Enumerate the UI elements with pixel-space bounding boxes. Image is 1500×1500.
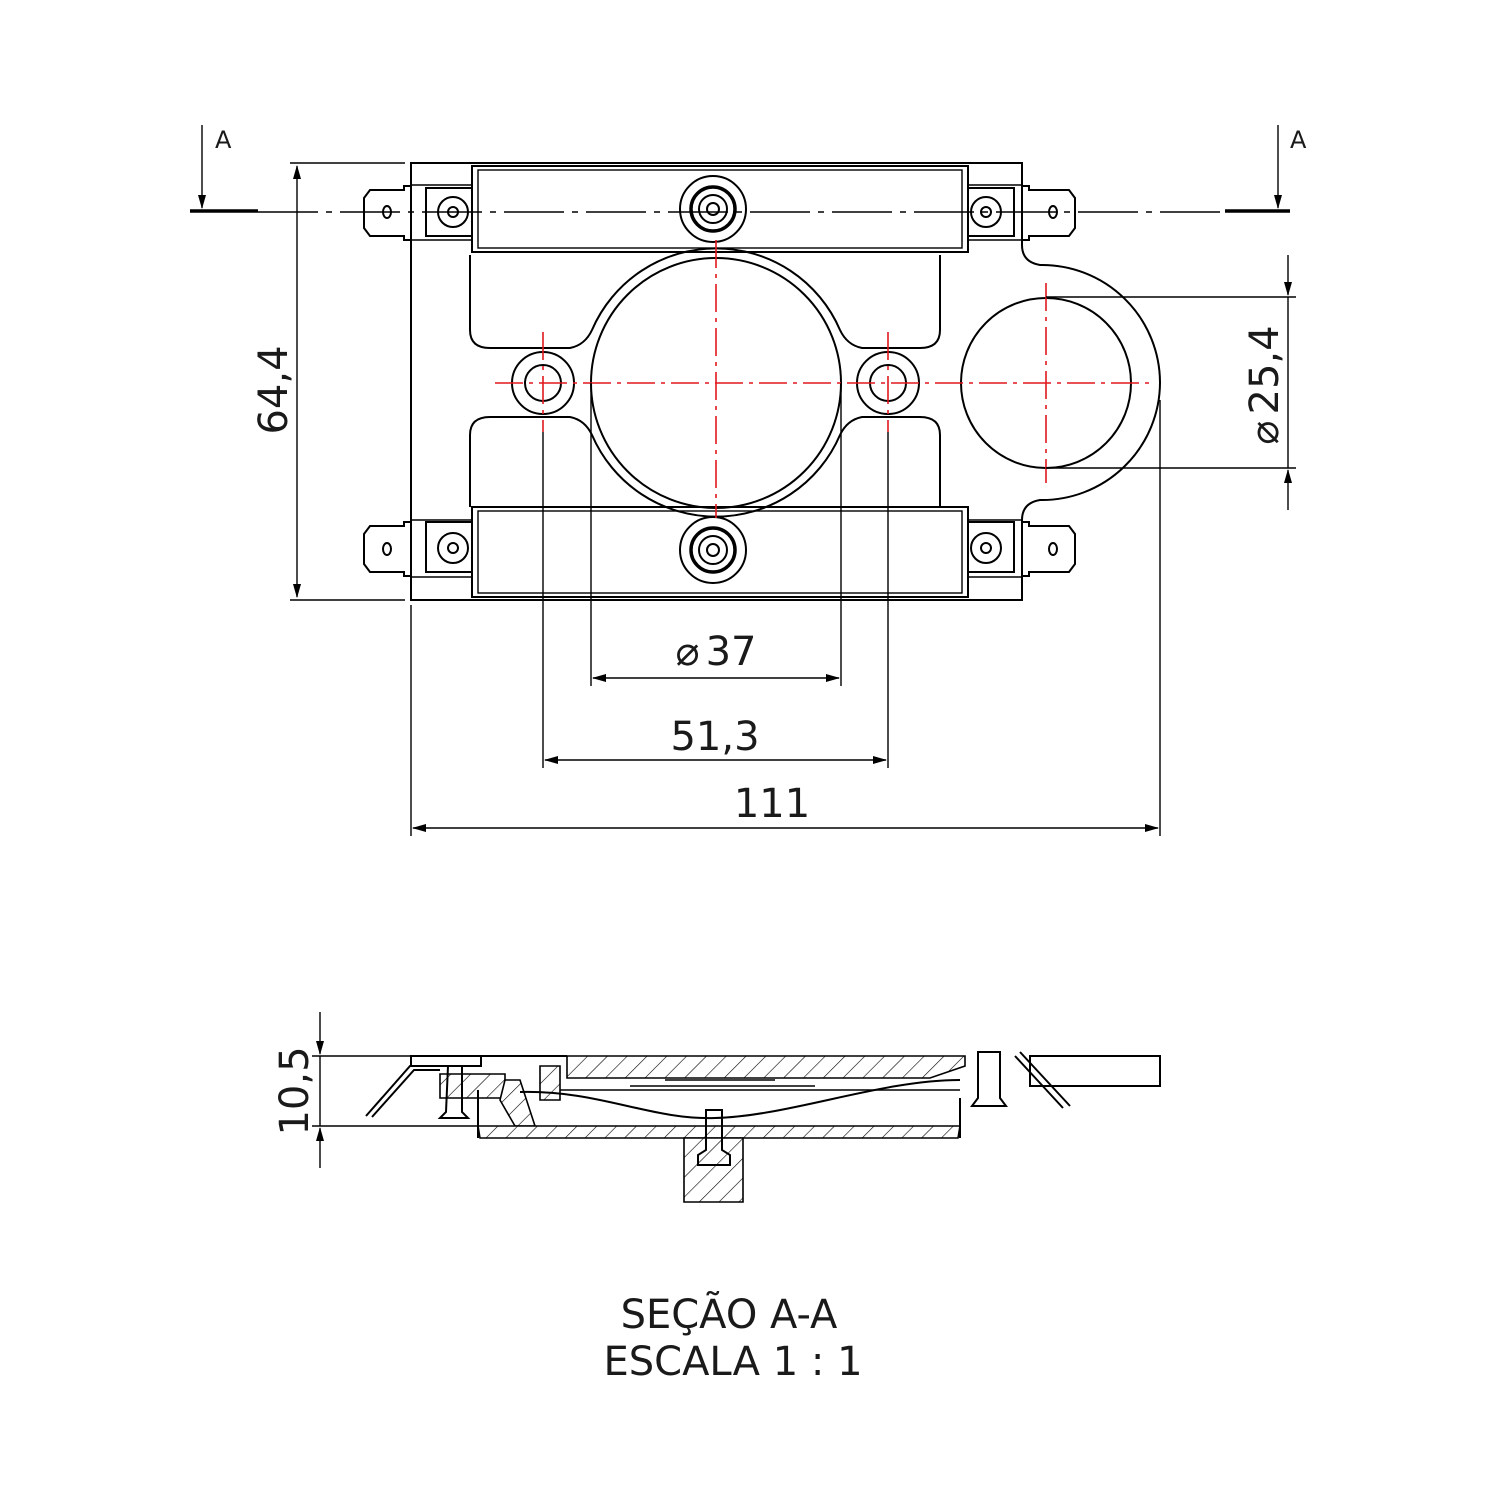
dimension-width: 111 xyxy=(410,400,1161,836)
dim-width-label: 111 xyxy=(734,781,810,827)
bottom-cup xyxy=(477,1125,961,1139)
diaphragm xyxy=(519,1079,961,1120)
diameter-symbol: ⌀ xyxy=(676,629,700,675)
terminal-left xyxy=(365,1065,440,1118)
top-view: 64,4 ⌀25,4 ⌀37 51,3 111 A A xyxy=(190,125,1307,836)
terminal-right xyxy=(1014,1051,1071,1109)
center-post xyxy=(683,1137,744,1203)
top-bar-inner xyxy=(477,169,963,249)
caption-scale: ESCALA 1 : 1 xyxy=(603,1339,862,1385)
rivet-left xyxy=(437,1065,471,1119)
top-plate xyxy=(566,1055,966,1079)
dim-thickness-label: 10,5 xyxy=(272,1046,318,1135)
bottom-bar-inner xyxy=(477,510,963,594)
body-outline xyxy=(410,162,1162,601)
terminals xyxy=(363,185,1076,577)
section-view: 10,5 xyxy=(272,1012,1161,1203)
dim-hole-25-4-label: 25,4 xyxy=(1242,325,1288,414)
dimension-hole-37: ⌀37 xyxy=(590,383,842,686)
centerlines xyxy=(495,240,1150,518)
rivet-right xyxy=(970,1051,1008,1107)
dimension-hole-25-4: ⌀ 25,4 xyxy=(1046,255,1296,510)
rivet-squares xyxy=(425,187,1015,573)
section-mark-left: A xyxy=(215,126,232,154)
dim-height-label: 64,4 xyxy=(251,345,297,434)
bottom-bar xyxy=(471,506,969,598)
screw-boss-top xyxy=(679,175,747,243)
screw-boss-bottom xyxy=(679,516,747,584)
dim-spacing-label: 51,3 xyxy=(670,714,759,760)
dimension-height: 64,4 xyxy=(251,162,405,601)
svg-text:⌀37: ⌀37 xyxy=(676,629,757,675)
right-lug xyxy=(1029,1055,1161,1087)
dim-hole-37-label: 37 xyxy=(706,629,757,675)
section-mark-right: A xyxy=(1290,126,1307,154)
caption-section: SEÇÃO A-A xyxy=(621,1290,838,1338)
diameter-symbol: ⌀ xyxy=(1242,420,1288,444)
dimension-hole-spacing: 51,3 xyxy=(542,432,889,768)
svg-text:⌀25,4: ⌀ 25,4 xyxy=(1242,325,1288,444)
